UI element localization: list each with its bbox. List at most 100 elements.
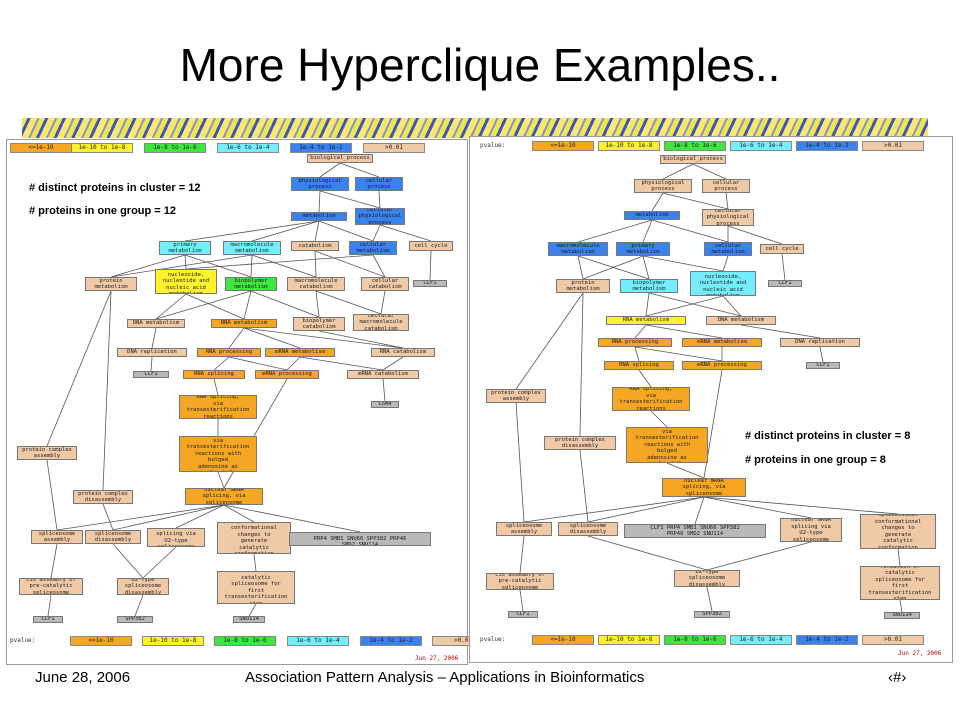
right-edge-mrnaproc-to-rnaproc: [634, 346, 723, 362]
left-edge-dnametab-to-nucleo: [155, 293, 187, 320]
left-legend-bottom-chip: <=1e-10: [70, 636, 132, 646]
left-edge-spldisasm-to-protdisasm: [102, 503, 114, 531]
right-edge-u2disasm-to-u2type: [706, 541, 812, 571]
right-legend-top-chip: 1e-8 to 1e-6: [664, 141, 726, 151]
right-legend-top-chip: 1e-4 to 1e-2: [796, 141, 858, 151]
right-go-term-dnarep: DNA replication: [780, 338, 860, 347]
left-edge-rnacat-to-rnametab: [243, 327, 404, 349]
right-legend-bottom-chip: 1e-10 to 1e-8: [598, 635, 660, 645]
left-go-term-cisasm: cis assembly of pre-catalytic spliceosom…: [19, 578, 83, 595]
left-go-term-rnacat: RNA catabolism: [371, 348, 435, 357]
right-go-term-dnametab: DNA metabolism: [706, 316, 776, 325]
right-go-term-clf1c: CLF1: [508, 611, 538, 618]
left-legend-bottom-chip: 1e-8 to 1e-6: [214, 636, 276, 646]
left-go-term-spp382: SPP382: [117, 616, 153, 623]
left-edge-dnametab-to-biopoly: [155, 290, 252, 320]
left-edge-cellmacrocat-to-cellcat: [380, 290, 386, 315]
left-date-stamp: Jun 27, 2006: [415, 655, 459, 662]
left-edge-cellular-to-bp: [339, 162, 380, 178]
left-go-term-rnaproc: RNA processing: [197, 348, 261, 357]
left-go-term-dnametab: DNA metabolism: [127, 319, 185, 328]
right-legend-bottom-chip: <=1e-10: [532, 635, 594, 645]
left-legend-top-chip: 1e-8 to 1e-6: [144, 143, 206, 153]
right-edge-splasm-to-protcomplex: [515, 402, 525, 523]
right-edge-biopoly-to-primary: [642, 255, 650, 280]
right-go-term-protdisasm: protein complex disassembly: [544, 436, 616, 450]
right-edge-genes-to-nuclmrna: [694, 496, 705, 525]
left-legend-bottom-label: pvalue:: [10, 637, 36, 644]
left-go-term-nucleo: nucleobase, nucleoside, nucleotide and n…: [155, 269, 217, 294]
left-go-term-conform: spliceosomal conformational changes to g…: [217, 522, 291, 554]
left-go-term-macromol: macromolecule metabolism: [223, 241, 281, 255]
right-edge-catform-to-conform: [897, 548, 901, 567]
left-edge-nuclmrna-to-rnasplbulged: [217, 471, 225, 489]
left-go-term-lsm4: LSM4: [371, 401, 399, 408]
left-edge-cellmetab-to-cellphys: [372, 224, 381, 242]
left-edge-protdisasm-to-protmetab: [102, 290, 112, 491]
right-legend-top-chip: 1e-10 to 1e-8: [598, 141, 660, 151]
left-edge-cellcycle-to-cellphys: [379, 224, 432, 242]
right-edge-physio-to-bp: [662, 163, 694, 180]
left-edge-mrnacat-to-mrnametab: [299, 356, 384, 371]
left-edge-cellcat-to-cellmetab: [372, 254, 386, 278]
right-go-term-cisasm: cis assembly of pre-catalytic spliceosom…: [486, 573, 554, 590]
left-edge-rnaspltrans-to-rnasplice: [213, 378, 219, 396]
right-edge-spp382-to-u2disasm: [706, 586, 713, 612]
right-legend-top-label: pvalue:: [480, 142, 506, 149]
left-edge-mrnaproc-to-mrnametab: [286, 356, 301, 371]
right-edge-mrnametab-to-rnametab: [645, 324, 723, 339]
right-go-term-cellphys: cellular physiological process: [702, 209, 754, 226]
left-legend-bottom-chip: 1e-6 to 1e-4: [287, 636, 349, 646]
right-legend-bottom-label: pvalue:: [480, 636, 506, 643]
left-edge-mrnaproc-to-rnaproc: [228, 356, 288, 371]
right-legend-bottom-chip: >0.01: [862, 635, 924, 645]
right-edge-metab-to-physio: [651, 192, 664, 212]
right-edge-rnametab-to-nucleo: [645, 295, 724, 317]
left-edge-spldisasm-to-nuclmrna: [112, 504, 225, 531]
left-edge-cellphys-to-physio: [319, 190, 381, 209]
right-edge-nucleo-to-cellmetab: [722, 255, 729, 272]
left-edge-macrocat-to-macromol: [251, 254, 317, 278]
right-edge-spldisasm-to-protdisasm: [579, 449, 589, 523]
left-edge-lsm4-to-mrnacat: [382, 378, 386, 402]
right-go-term-nuclmrna: nuclear mRNA splicing, via spliceosome: [662, 478, 746, 497]
right-edge-cellphys-to-cellular: [725, 192, 729, 210]
right-edge-nuclmrna-to-rnasplbulged: [666, 462, 705, 479]
left-go-term-cellphys: cellular physiological process: [355, 208, 405, 225]
right-group-count-annotation: # proteins in one group = 8: [745, 454, 886, 466]
left-go-term-catab: catabolism: [291, 241, 339, 251]
left-go-term-u2type: nuclear mRNA splicing via U2-type splice…: [147, 528, 205, 547]
right-legend-top-chip: 1e-6 to 1e-4: [730, 141, 792, 151]
left-edge-u2disasm-to-u2type: [142, 546, 177, 579]
right-edge-primary-to-metab: [642, 219, 653, 243]
right-legend-bottom-chip: 1e-8 to 1e-6: [664, 635, 726, 645]
right-edge-clf1c-to-cisasm: [519, 589, 524, 612]
left-go-term-protdisasm: protein complex disassembly: [73, 490, 133, 504]
left-edge-biopoly-to-macromol: [250, 254, 253, 278]
right-go-term-clf1a: CLF1: [768, 280, 802, 287]
left-go-term-clf1b: CLF1: [133, 371, 169, 378]
left-edge-rnaproc-to-rnametab: [228, 327, 245, 349]
left-go-term-bp: biological_process: [307, 154, 373, 163]
left-edge-dnarep-to-dnametab: [151, 327, 157, 349]
right-edge-rnaproc-to-rnametab: [634, 324, 647, 339]
left-edge-metab-to-physio: [318, 190, 321, 213]
left-edge-conform-to-nuclmrna: [223, 504, 255, 523]
left-go-term-u2disasm: U2-type spliceosome disassembly: [117, 578, 169, 595]
right-edge-protcomplex-to-protmetab: [515, 292, 584, 390]
left-go-term-macrocat: macromolecule catabolism: [287, 277, 345, 291]
right-edge-clf1a-to-cellcycle: [781, 253, 786, 281]
right-go-term-macromol: macromolecule metabolism: [548, 242, 608, 256]
left-edge-spp382-to-u2disasm: [134, 594, 144, 617]
right-go-term-protmetab: protein metabolism: [556, 279, 610, 293]
right-go-term-nucleo: nucleobase, nucleoside, nucleotide and n…: [690, 271, 756, 296]
left-go-term-protmetab: protein metabolism: [85, 277, 137, 291]
left-go-graph-panel: # distinct proteins in cluster = 12 # pr…: [6, 139, 494, 665]
right-go-term-clf1b: CLF1: [806, 362, 840, 369]
left-go-term-rnasplbulged: RNA splicing, via transesterification re…: [179, 436, 257, 472]
right-go-graph-panel: # distinct proteins in cluster = 8 # pro…: [469, 136, 953, 663]
left-edge-primary-to-metab: [184, 220, 320, 242]
left-go-term-spldisasm: spliceosome disassembly: [85, 530, 141, 544]
left-go-term-clf1a: CLF1: [413, 280, 447, 287]
left-go-term-mrnaproc: mRNA processing: [255, 370, 319, 379]
